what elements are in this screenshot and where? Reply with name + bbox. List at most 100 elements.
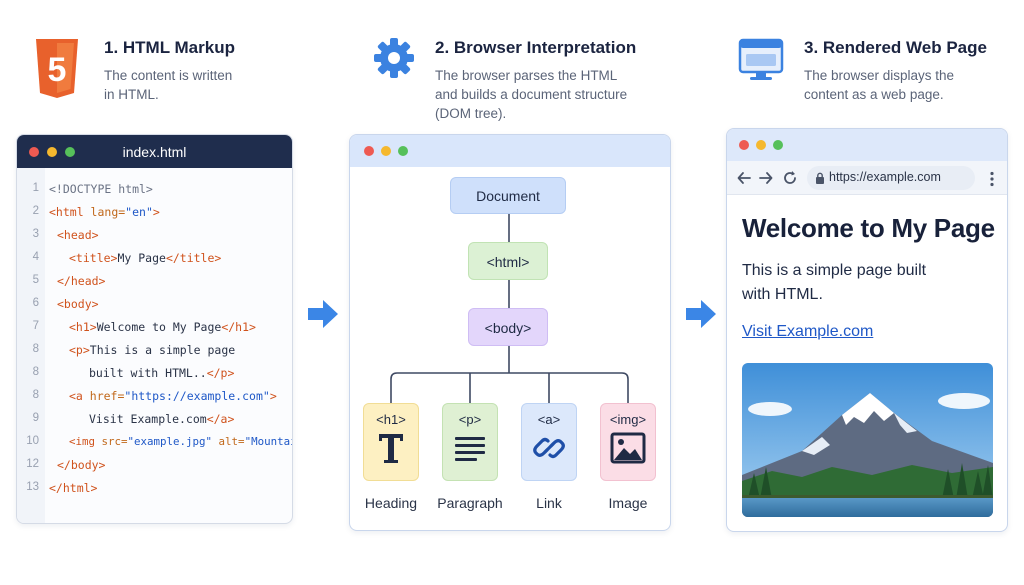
window-minimize-dot[interactable] <box>756 140 766 150</box>
step-1-desc-line1: The content is written <box>104 68 233 83</box>
line-number: 1 <box>32 182 39 194</box>
dom-leaf-p: <p> <box>442 403 498 481</box>
dom-node-body: <body> <box>468 308 548 346</box>
leaf-tag-label: <p> <box>458 412 482 427</box>
link-icon <box>533 437 565 459</box>
code-tag: </body> <box>57 458 106 472</box>
address-bar[interactable]: https://example.com <box>807 166 975 190</box>
code-string: "https://example.com" <box>124 389 270 403</box>
code-tag: </p> <box>206 366 235 380</box>
code-text: Visit Example.com <box>89 412 207 426</box>
window-maximize-dot[interactable] <box>65 147 75 157</box>
code-text: This is a simple page <box>89 343 236 357</box>
line-number: 13 <box>26 481 39 493</box>
line-number-gutter <box>17 168 45 523</box>
window-minimize-dot[interactable] <box>381 146 391 156</box>
code-tag: <p> <box>69 343 90 357</box>
leaf-caption-image: Image <box>608 495 648 511</box>
arrow-right-icon <box>686 300 716 328</box>
html5-logo-icon: 5 <box>36 39 78 98</box>
dom-node-html: <html> <box>468 242 548 280</box>
browser-titlebar <box>727 129 1007 161</box>
window-close-dot[interactable] <box>29 147 39 157</box>
browser-window-icon <box>738 38 784 80</box>
line-number: 4 <box>32 251 39 263</box>
window-close-dot[interactable] <box>739 140 749 150</box>
leaf-tag-label: <img> <box>609 412 647 427</box>
step-2-title: 2. Browser Interpretation <box>435 38 637 57</box>
dom-leaf-a: <a> <box>521 403 577 481</box>
address-bar-url: https://example.com <box>829 170 941 184</box>
code-tag: <a <box>69 389 90 403</box>
window-maximize-dot[interactable] <box>773 140 783 150</box>
rendered-paragraph-line1: This is a simple page built <box>742 262 927 279</box>
rendered-heading: Welcome to My Page <box>742 213 995 243</box>
leaf-tag-label: <a> <box>537 412 561 427</box>
dom-tree-panel: Document <html> <body> <h1> <p> <a> <img… <box>349 134 671 531</box>
step-2-desc-line3: (DOM tree). <box>435 106 507 121</box>
mountain-image <box>742 363 993 517</box>
code-tag: <head> <box>57 228 99 242</box>
forward-arrow-icon[interactable] <box>759 171 773 185</box>
window-minimize-dot[interactable] <box>47 147 57 157</box>
dom-node-document: Document <box>450 177 566 214</box>
code-text: My Page <box>117 251 166 265</box>
step-1-desc-line2: in HTML. <box>104 87 159 102</box>
code-attr: src= <box>101 435 128 448</box>
code-text: <!DOCTYPE html> <box>49 182 153 196</box>
reload-icon[interactable] <box>782 170 798 186</box>
window-maximize-dot[interactable] <box>398 146 408 156</box>
browser-toolbar: https://example.com <box>727 161 1007 195</box>
code-tag: > <box>152 205 160 219</box>
code-attr: href= <box>89 389 125 403</box>
code-tag: <html <box>49 205 91 219</box>
step-3-desc-line2: content as a web page. <box>804 87 944 102</box>
dom-leaf-img: <img> <box>600 403 656 481</box>
line-number: 8 <box>32 366 39 378</box>
paragraph-lines-icon <box>455 437 485 461</box>
leaf-caption-link: Link <box>536 495 562 511</box>
editor-filename: index.html <box>122 144 187 160</box>
code-editor-titlebar: index.html <box>17 135 292 168</box>
step-1-title: 1. HTML Markup <box>104 38 235 57</box>
arrow-right-icon <box>308 300 338 328</box>
tree-connectors <box>390 214 629 403</box>
line-number: 8 <box>32 343 39 355</box>
gear-icon <box>374 38 414 78</box>
step-3-desc-line1: The browser displays the <box>804 68 955 83</box>
lock-icon <box>816 172 824 184</box>
code-tag: <title> <box>69 251 118 265</box>
more-menu-icon[interactable] <box>989 171 995 187</box>
code-string: "en" <box>125 205 153 219</box>
code-tag: > <box>269 389 277 403</box>
window-close-dot[interactable] <box>364 146 374 156</box>
code-attr: alt= <box>212 435 245 448</box>
line-number: 8 <box>32 389 39 401</box>
step-2-desc-line2: and builds a document structure <box>435 87 628 102</box>
line-number: 12 <box>26 458 39 470</box>
leaf-caption-heading: Heading <box>364 495 418 511</box>
rendered-paragraph-line2: with HTML. <box>742 286 823 303</box>
image-icon <box>610 432 646 464</box>
back-arrow-icon[interactable] <box>737 171 751 185</box>
line-number: 7 <box>32 320 39 332</box>
dom-panel-titlebar <box>350 135 670 167</box>
code-tag: </h1> <box>221 320 256 334</box>
line-number: 9 <box>32 412 39 424</box>
code-tag: </a> <box>206 412 235 426</box>
line-number: 5 <box>32 274 39 286</box>
line-number: 10 <box>26 435 39 447</box>
code-tag: </head> <box>57 274 106 288</box>
line-number: 6 <box>32 297 39 309</box>
leaf-tag-label: <h1> <box>376 412 406 427</box>
step-2-desc-line1: The browser parses the HTML <box>435 68 618 83</box>
code-tag: <h1> <box>69 320 97 334</box>
rendered-link[interactable]: Visit Example.com <box>742 323 874 340</box>
code-tag: <body> <box>57 297 99 311</box>
text-icon <box>379 434 403 463</box>
code-tag: </html> <box>49 481 98 495</box>
line-number: 3 <box>32 228 39 240</box>
html5-badge-text: 5 <box>48 51 67 89</box>
code-tag: </title> <box>165 251 222 265</box>
step-3-title: 3. Rendered Web Page <box>804 38 987 57</box>
